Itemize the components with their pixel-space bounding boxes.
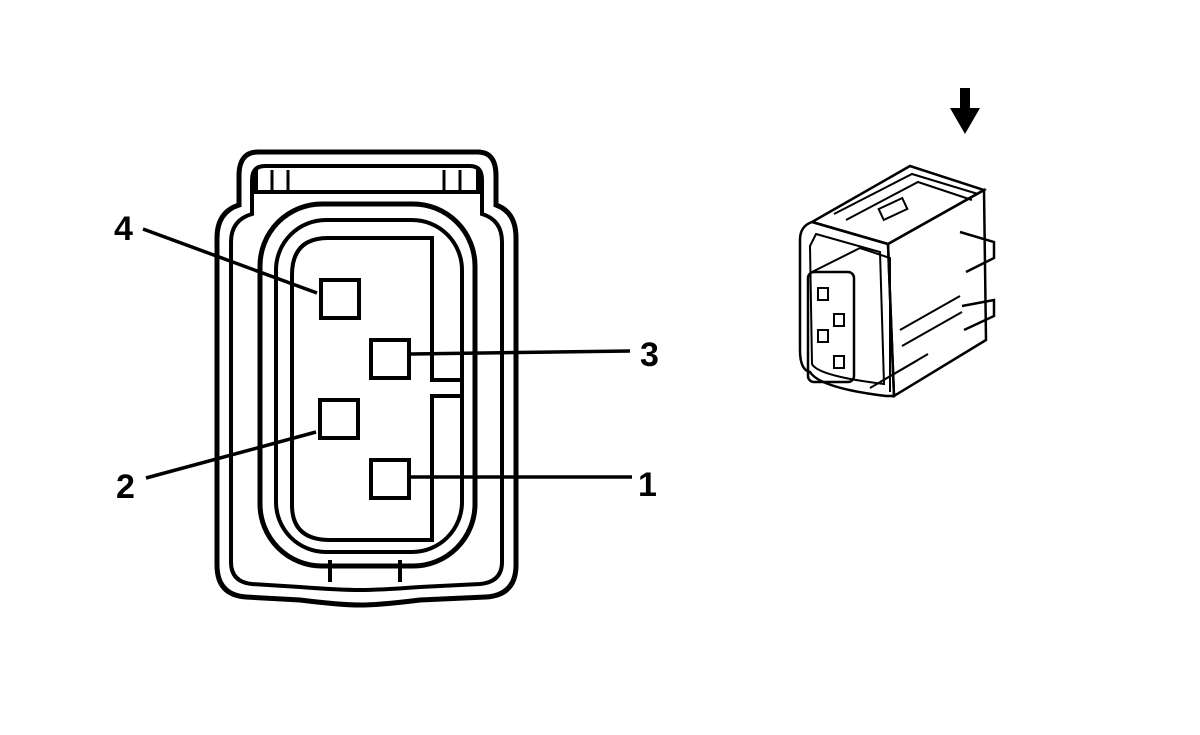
arrow-down-icon: [950, 88, 980, 134]
inner-housing-face: [806, 270, 856, 384]
side-rib-bar: [899, 295, 963, 347]
iso-pin-cavity-2: [833, 313, 845, 327]
pin-cavity-1: [369, 458, 411, 500]
leader-line-pin-3: [410, 349, 631, 356]
iso-pin-cavity-1: [817, 287, 829, 301]
seal-ring-outer: [257, 201, 478, 569]
iso-pin-cavity-4: [833, 355, 845, 369]
pin-cavity-3: [369, 338, 411, 380]
connector-top-rail: [833, 172, 979, 221]
pin-label-2: 2: [116, 468, 135, 506]
pin-label-3: 3: [640, 336, 659, 374]
connector-outer-shell: [214, 149, 519, 608]
seal-ring-inner: [274, 218, 464, 554]
leader-line-pin-2: [145, 430, 317, 480]
side-rib-bottom: [961, 298, 996, 332]
bottom-key-tab: [328, 560, 402, 582]
inner-housing: [811, 246, 891, 392]
iso-pin-cavity-3: [817, 329, 829, 343]
connector-face-view: 4 3 2 1: [114, 149, 659, 608]
connector-right-face: [886, 187, 988, 399]
pin-label-4: 4: [114, 210, 133, 248]
front-face-inner-frame: [808, 232, 886, 386]
connector-front-face: [798, 220, 896, 398]
leader-line-pin-4: [142, 227, 318, 295]
connector-shell-inner-edge: [229, 164, 504, 593]
pin-label-1: 1: [638, 466, 657, 504]
side-rib-top: [959, 230, 996, 274]
pin-cavity-2: [318, 398, 360, 440]
pin-cavity-body: [290, 236, 464, 542]
latch-recess: [254, 170, 480, 194]
pin-cavity-4: [319, 278, 361, 320]
latch-slot: [877, 196, 909, 222]
connector-isometric-view: [798, 88, 996, 399]
